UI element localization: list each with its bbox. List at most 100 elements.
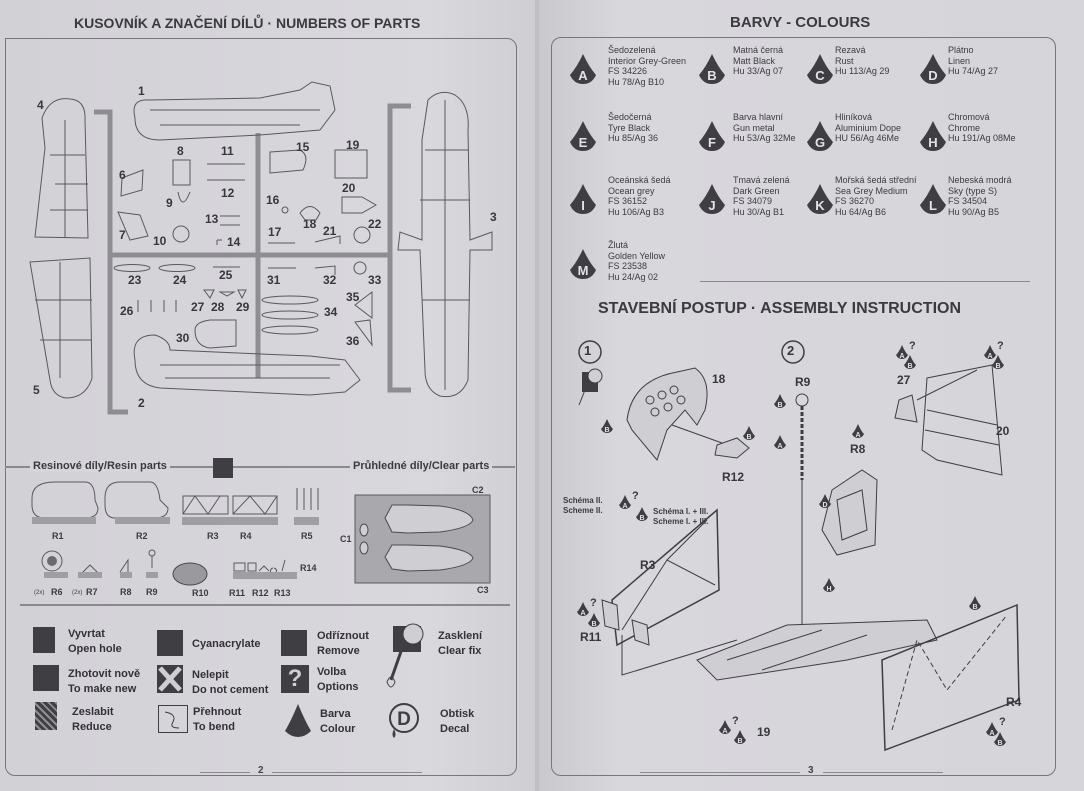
svg-text:H: H xyxy=(826,586,831,593)
svg-text:F: F xyxy=(708,135,716,150)
assembly-diagram xyxy=(578,340,1020,752)
part-label-36: 36 xyxy=(346,334,360,348)
part-label-8: 8 xyxy=(177,144,184,158)
cockpit-floor xyxy=(696,619,938,681)
label-r8: R8 xyxy=(850,442,866,456)
part-13 xyxy=(220,215,240,226)
resin-bar-r8 xyxy=(120,572,132,578)
part-label-7: 7 xyxy=(119,228,126,242)
parts-11-12 xyxy=(207,163,245,181)
colour-callout-icon: H xyxy=(822,578,836,593)
paint-cone-icon: G xyxy=(805,120,835,152)
resin-label-r6: R6 xyxy=(51,587,63,597)
part-r12 xyxy=(714,437,750,459)
label-part-20: 20 xyxy=(996,424,1010,438)
resin-bar-r9 xyxy=(146,572,158,578)
svg-text:B: B xyxy=(591,621,596,628)
svg-text:K: K xyxy=(815,198,825,213)
part-label-17: 17 xyxy=(268,225,282,239)
side-panel-r4 xyxy=(881,603,1020,752)
svg-text:B: B xyxy=(995,363,1000,370)
paint-cone-icon: B xyxy=(697,53,727,85)
clear-parts-title: Průhledné díly/Clear parts xyxy=(350,460,493,472)
part-34-a xyxy=(261,295,319,305)
cross-icon xyxy=(157,665,183,693)
page-number-right: 3 xyxy=(808,765,814,776)
part-34-c xyxy=(261,325,319,335)
part-33 xyxy=(353,261,367,275)
resin-bar-r7 xyxy=(78,572,102,578)
colour-callout-icon: B xyxy=(587,613,601,628)
paint-cone-icon xyxy=(283,703,313,738)
svg-text:E: E xyxy=(579,135,588,150)
resin-label-r4: R4 xyxy=(240,531,252,541)
svg-text:C: C xyxy=(815,68,825,83)
paint-cone-icon: F xyxy=(697,120,727,152)
section-divider-bottom xyxy=(20,604,510,606)
resin-part-r1 xyxy=(31,481,99,519)
canopy-c2 xyxy=(384,504,474,534)
parts-27-29 xyxy=(203,289,247,300)
svg-text:I: I xyxy=(581,198,585,213)
svg-text:A: A xyxy=(989,730,994,737)
part-label-15: 15 xyxy=(296,140,310,154)
section-divider xyxy=(5,466,515,468)
wing-part-5 xyxy=(29,257,93,399)
seat-r8 xyxy=(821,469,878,556)
svg-text:J: J xyxy=(708,198,715,213)
svg-text:A: A xyxy=(987,353,992,360)
sprue-diagram xyxy=(29,81,493,415)
option-question-mark: ? xyxy=(999,716,1006,728)
colour-callout-icon: A xyxy=(576,602,590,617)
resin-label-r14: R14 xyxy=(300,563,317,573)
colour-callout-icon: B xyxy=(991,355,1005,370)
part-label-12: 12 xyxy=(221,186,235,200)
svg-text:B: B xyxy=(907,363,912,370)
part-r11 xyxy=(601,599,650,646)
part-15 xyxy=(269,149,307,174)
part-22 xyxy=(353,226,371,244)
part-6 xyxy=(120,169,144,197)
resin-label-r2: R2 xyxy=(136,531,148,541)
colour-callout-icon: B xyxy=(742,426,756,441)
svg-text:A: A xyxy=(580,610,585,617)
clear-part-c1-a xyxy=(359,523,369,537)
resin-bar-r1 xyxy=(32,517,96,524)
instrument-panel-18 xyxy=(626,367,708,462)
part-23 xyxy=(113,264,151,272)
colour-callout-icon: A xyxy=(718,720,732,735)
resin-label-r8: R8 xyxy=(120,587,132,597)
label-r9: R9 xyxy=(795,375,811,389)
paint-cone-icon: I xyxy=(568,183,598,215)
colours-title: BARVY - COLOURS xyxy=(730,14,871,31)
svg-text:B: B xyxy=(777,402,782,409)
part-26 xyxy=(137,300,177,312)
option-question-mark: ? xyxy=(632,490,639,502)
resin-label-r12: R12 xyxy=(252,588,269,598)
part-label-14: 14 xyxy=(227,235,241,249)
resin-part-r8 xyxy=(119,558,129,573)
svg-text:B: B xyxy=(639,515,644,522)
paint-cone-icon: H xyxy=(918,120,948,152)
part-label-19: 19 xyxy=(346,138,360,152)
sprue-runner-right xyxy=(387,103,411,393)
option-question-mark: ? xyxy=(732,715,739,727)
resin-qty-r7: (2x) xyxy=(72,590,83,596)
paint-cone-icon: K xyxy=(805,183,835,215)
resin-part-r10 xyxy=(172,562,208,586)
part-label-35: 35 xyxy=(346,290,360,304)
part-20-frame xyxy=(921,364,1003,476)
option-question-mark: ? xyxy=(997,340,1004,352)
